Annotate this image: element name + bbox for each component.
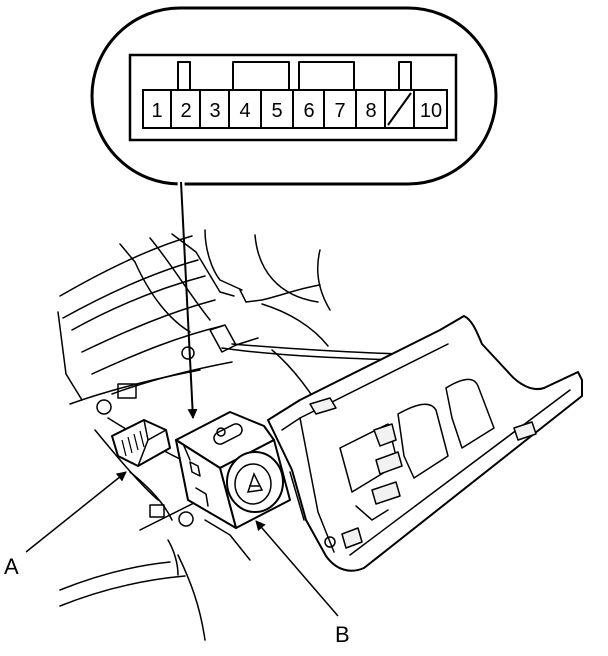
dashboard-background [57, 229, 421, 641]
pin-label: 4 [239, 100, 250, 122]
connector-tab-6-7 [298, 61, 355, 91]
harness-connector-a [111, 419, 171, 467]
connector-tab-2 [177, 61, 191, 91]
terminal-dividers [170, 90, 415, 128]
connector-closeup: 1 2 3 4 5 6 7 8 10 [90, 6, 498, 186]
connector-face [142, 89, 448, 129]
connector-pointer-arrow [177, 181, 198, 419]
callout-label-a: A [4, 554, 19, 579]
pin-label: 2 [180, 100, 191, 122]
connector-tab-4-5 [232, 61, 290, 91]
callout-a: A [4, 469, 128, 579]
pin-label: 1 [151, 100, 162, 122]
dashboard-lower-cover [267, 315, 583, 572]
pin-label: 8 [365, 100, 376, 122]
pin-label: 3 [209, 100, 220, 122]
connector-tab-8 [398, 61, 412, 91]
callout-b: B [253, 519, 350, 647]
empty-cavity-slash [387, 92, 412, 126]
pin-label: 10 [420, 100, 442, 122]
pin-labels: 1 2 3 4 5 6 7 8 10 [151, 100, 442, 122]
callout-label-b: B [335, 622, 350, 647]
power-mirror-switch-b [175, 411, 291, 529]
pin-label: 7 [334, 100, 345, 122]
connector-a-ribs [121, 430, 145, 457]
pin-label: 5 [271, 100, 282, 122]
pin-label: 6 [303, 100, 314, 122]
mirror-joystick [226, 451, 284, 513]
